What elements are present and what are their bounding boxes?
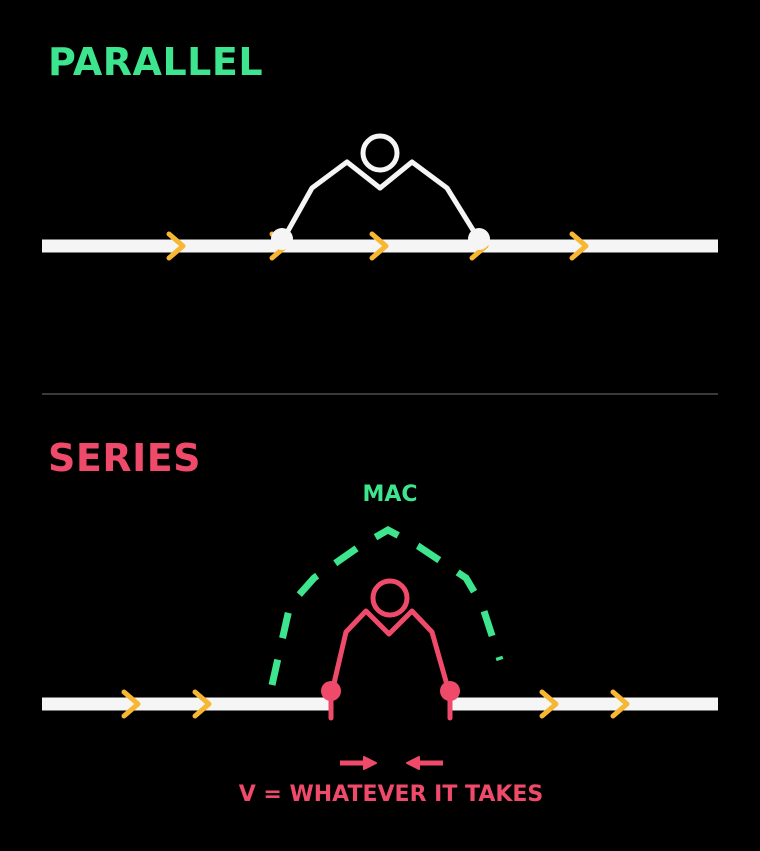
parallel-head — [360, 133, 400, 173]
arrow-icon — [121, 689, 141, 719]
series-left-arm — [329, 608, 392, 695]
voltage-label: V = WHATEVER IT TAKES — [238, 782, 544, 807]
parallel-diagram — [42, 133, 718, 261]
series-figure — [328, 578, 453, 721]
parallel-left-arm — [281, 159, 383, 241]
voltage-arrows — [340, 756, 443, 770]
parallel-title: PARALLEL — [48, 40, 264, 84]
series-arrows — [121, 689, 630, 719]
arrow-icon — [192, 689, 212, 719]
series-right-arm — [386, 608, 452, 695]
series-head — [370, 578, 410, 618]
parallel-right-node — [468, 228, 490, 250]
mac-label: MAC — [362, 482, 418, 507]
parallel-right-arm — [377, 159, 481, 241]
parallel-left-node — [271, 228, 293, 250]
mac-outline — [268, 526, 504, 686]
series-diagram — [42, 526, 718, 770]
parallel-figure — [281, 133, 481, 241]
arrow-icon — [610, 689, 630, 719]
series-right-node — [440, 681, 460, 701]
arrow-icon — [166, 231, 186, 261]
arrow-icon — [569, 231, 589, 261]
series-left-node — [321, 681, 341, 701]
arrow-right-icon — [363, 756, 377, 770]
arrow-icon — [369, 231, 389, 261]
arrow-left-icon — [406, 756, 420, 770]
arrow-icon — [539, 689, 559, 719]
series-title: SERIES — [48, 436, 202, 480]
